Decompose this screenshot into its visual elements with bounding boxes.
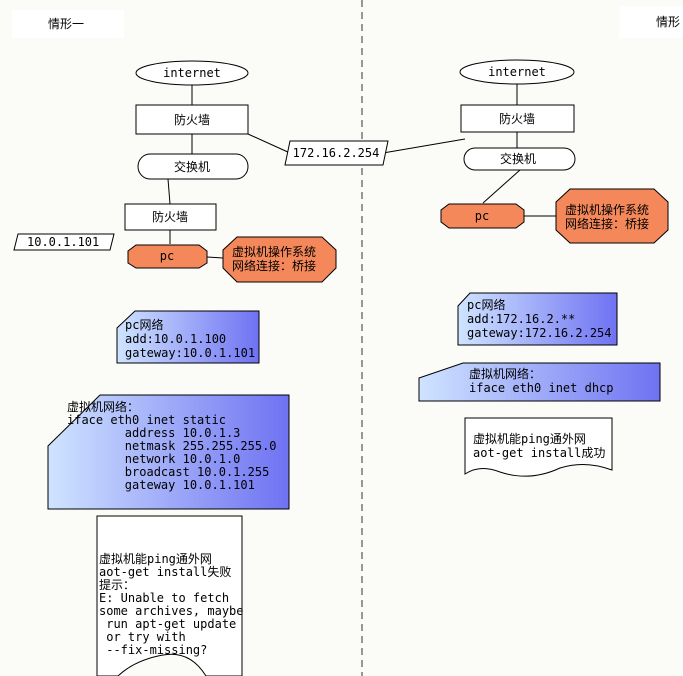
left-result-line-7: or try with <box>99 630 186 644</box>
right-internet-node <box>459 59 575 85</box>
shared-ip-label: 172.16.2.254 <box>293 146 380 160</box>
left-pc-network-line-2: add:10.0.1.100 <box>125 332 226 346</box>
left-result-line-5: some archives, maybe <box>99 604 244 618</box>
right-pc-network-box <box>457 292 618 346</box>
left-switch-node <box>137 153 249 180</box>
left-internet-node <box>135 60 249 86</box>
right-vm-network-line-2: iface eth0 inet dhcp <box>469 381 614 395</box>
left-result-line-6: run apt-get update <box>99 617 236 631</box>
right-vm-network-box <box>418 362 661 402</box>
right-vm-network-line-1: 虚拟机网络： <box>469 366 541 381</box>
left-result-line-3: 提示： <box>99 577 135 592</box>
right-pc-network-line-1: pc网络 <box>467 297 505 312</box>
left-title: 情形一 <box>48 17 84 31</box>
right-pc-network-line-3: gateway:172.16.2.254 <box>467 326 612 340</box>
left-vm-network-line-7: gateway 10.0.1.101 <box>67 478 255 492</box>
left-firewall2-node <box>124 203 217 231</box>
right-internet-label: internet <box>488 65 546 79</box>
right-pc-network-line-2: add:172.16.2.** <box>467 312 575 326</box>
left-ip-box <box>13 233 115 251</box>
left-title-box <box>12 10 124 38</box>
left-result-doc <box>96 515 243 676</box>
right-pc-node <box>440 203 525 229</box>
right-result-line-1: 虚拟机能ping通外网 <box>473 432 586 446</box>
left-pc-network-box <box>116 310 260 364</box>
left-result-line-1: 虚拟机能ping通外网 <box>99 552 212 566</box>
left-vm-note <box>222 236 337 283</box>
left-pc-label: pc <box>160 249 174 263</box>
right-result-doc <box>464 417 613 477</box>
left-vm-network-box <box>47 394 290 510</box>
shared-ip-box <box>284 140 389 166</box>
left-vm-network-line-1: 虚拟机网络： <box>67 399 139 414</box>
right-switch-node <box>463 147 576 171</box>
left-internet-label: internet <box>163 66 221 80</box>
left-result-line-2: aot-get install失败 <box>99 564 231 579</box>
left-vm-network-line-3: address 10.0.1.3 <box>67 426 240 440</box>
left-vm-network-line-2: iface eth0 inet static <box>67 413 226 427</box>
right-title: 情形 <box>656 15 680 29</box>
connectors <box>167 84 556 259</box>
left-ip-label: 10.0.1.101 <box>27 235 99 249</box>
right-firewall-node <box>460 104 575 133</box>
right-result-line-2: aot-get install成功 <box>473 446 605 460</box>
left-vm-network-line-4: netmask 255.255.255.0 <box>67 439 277 453</box>
left-pc-node <box>127 244 208 269</box>
right-title-box <box>619 6 683 38</box>
right-firewall-label: 防火墙 <box>499 111 535 126</box>
left-firewall2-label: 防火墙 <box>152 209 188 224</box>
left-firewall-label: 防火墙 <box>174 112 210 127</box>
left-pc-network-line-1: pc网络 <box>125 317 163 332</box>
left-vm-note-line-1: 虚拟机操作系统 <box>232 244 316 259</box>
left-pc-network-line-3: gateway:10.0.1.101 <box>125 346 255 360</box>
left-vm-network-line-6: broadcast 10.0.1.255 <box>67 465 269 479</box>
right-vm-note-line-1: 虚拟机操作系统 <box>565 202 649 217</box>
left-vm-network-line-5: network 10.0.1.0 <box>67 452 240 466</box>
right-vm-note-line-2: 网络连接：桥接 <box>565 216 649 231</box>
left-result-line-8: --fix-missing? <box>99 643 207 657</box>
right-vm-note <box>555 188 669 244</box>
left-firewall-node <box>135 104 249 135</box>
left-switch-label: 交换机 <box>174 159 210 174</box>
right-switch-label: 交换机 <box>500 151 536 166</box>
left-result-line-4: E: Unable to fetch <box>99 591 229 605</box>
left-vm-note-line-2: 网络连接：桥接 <box>232 258 316 273</box>
right-pc-label: pc <box>475 209 489 223</box>
